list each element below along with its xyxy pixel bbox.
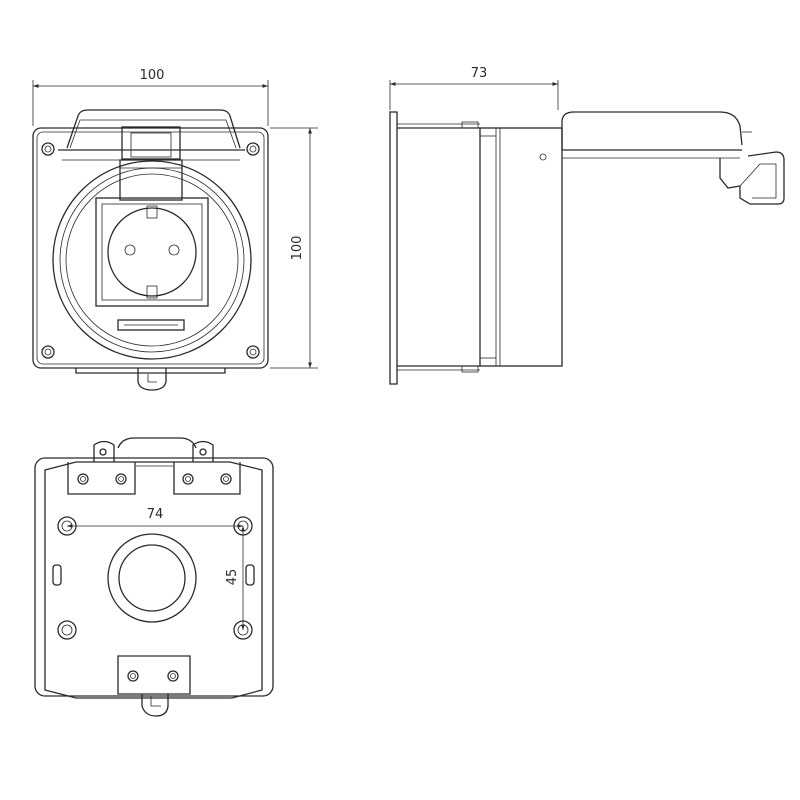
cable-entry bbox=[107, 533, 197, 623]
rear-plate-outline bbox=[34, 457, 274, 697]
front-width-label: 100 bbox=[140, 68, 165, 83]
side-latch bbox=[719, 151, 785, 205]
rear-mounting-holes bbox=[57, 516, 253, 640]
rear-bottom-clip bbox=[117, 655, 191, 717]
rear-horizontal-dimension: 74 bbox=[67, 507, 243, 528]
rear-top-clips bbox=[67, 440, 241, 495]
rear-view: 74 45 bbox=[34, 437, 274, 717]
side-depth-dimension: 73 bbox=[389, 66, 559, 110]
front-width-dimension: 100 bbox=[32, 68, 269, 126]
front-height-dimension: 100 bbox=[270, 127, 318, 369]
side-depth-label: 73 bbox=[471, 66, 488, 81]
front-plate-outline bbox=[32, 127, 269, 369]
side-view: 73 bbox=[389, 66, 785, 385]
lid-hinge bbox=[66, 109, 241, 149]
front-height-label: 100 bbox=[290, 236, 305, 261]
front-view: 100 100 bbox=[32, 68, 318, 391]
rear-vertical-dimension: 45 bbox=[225, 526, 245, 630]
side-lid bbox=[561, 111, 743, 150]
cover-ring bbox=[52, 160, 252, 360]
socket-face bbox=[95, 197, 209, 307]
corner-screws bbox=[41, 142, 260, 359]
side-body bbox=[479, 127, 563, 367]
side-flange bbox=[389, 111, 398, 385]
hole-spacing-vertical-label: 45 bbox=[225, 569, 240, 586]
hole-spacing-horizontal-label: 74 bbox=[147, 507, 164, 522]
